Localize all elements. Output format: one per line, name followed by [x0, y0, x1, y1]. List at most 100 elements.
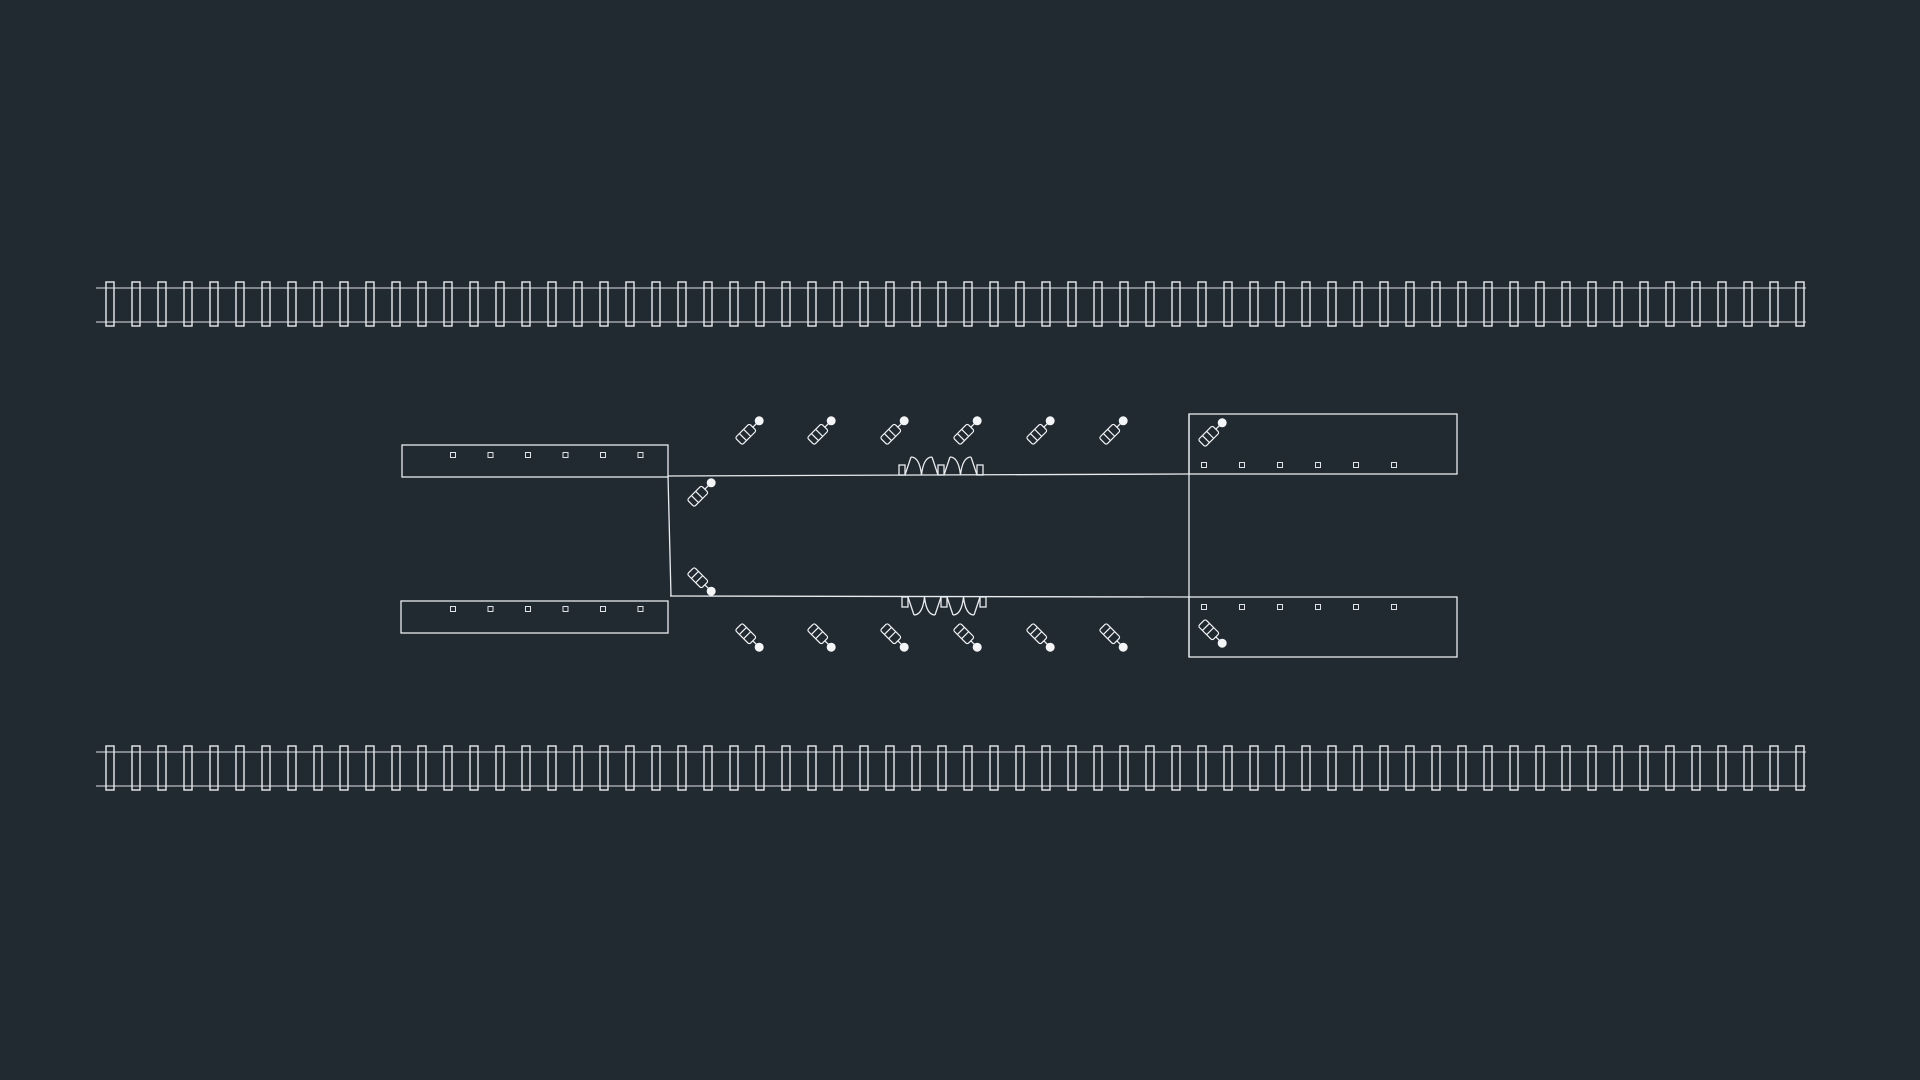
fence-post	[1587, 281, 1597, 327]
platform-left-upper	[401, 444, 669, 478]
fence-post	[755, 745, 765, 791]
fixture-symbols	[687, 416, 1227, 652]
door-leaf	[973, 596, 981, 616]
fence-post	[313, 281, 323, 327]
fence-post	[131, 745, 141, 791]
fence-post	[1535, 745, 1545, 791]
fence-post	[937, 281, 947, 327]
fence-post	[287, 745, 297, 791]
door-arc	[920, 456, 933, 476]
fence-post	[209, 745, 219, 791]
fence-post	[1795, 281, 1805, 327]
fence-post	[1717, 281, 1727, 327]
fence-post	[1561, 281, 1571, 327]
door-jamb	[901, 596, 909, 608]
platform-dot	[1353, 604, 1359, 610]
platform-left-lower	[400, 600, 669, 634]
fence-post	[625, 281, 635, 327]
fence-post	[729, 281, 739, 327]
platform-dot	[600, 606, 606, 612]
fence-post	[157, 281, 167, 327]
platform-dot	[1315, 462, 1321, 468]
fixture-symbol	[735, 623, 764, 652]
fence-post	[313, 745, 323, 791]
fence-post	[1717, 745, 1727, 791]
fixture-symbol	[687, 478, 716, 507]
platform-dot	[525, 606, 531, 612]
fence-post	[1795, 745, 1805, 791]
fence-post	[1171, 281, 1181, 327]
door-leaf	[904, 456, 912, 476]
fence-post	[1509, 745, 1519, 791]
fence-post	[859, 281, 869, 327]
fence-post	[1249, 281, 1259, 327]
fence-post	[235, 281, 245, 327]
fence-post	[183, 281, 193, 327]
door-leaf	[934, 596, 942, 616]
fence-post	[1769, 281, 1779, 327]
fence-post	[703, 745, 713, 791]
fence-post	[911, 745, 921, 791]
fence-post	[391, 281, 401, 327]
fence-post	[209, 281, 219, 327]
door-swing-bottom	[901, 596, 987, 616]
fence-post	[1405, 281, 1415, 327]
platform-dot	[600, 452, 606, 458]
fence-post	[1119, 745, 1129, 791]
door-leaf	[970, 456, 978, 476]
fence-post	[1691, 745, 1701, 791]
fence-post	[131, 281, 141, 327]
fence-post	[1171, 745, 1181, 791]
fence-post	[521, 745, 531, 791]
fence-post	[1223, 745, 1233, 791]
door-leaf	[946, 596, 954, 616]
fixture-symbol	[807, 623, 836, 652]
fence-post	[1275, 281, 1285, 327]
fence-post	[1743, 281, 1753, 327]
fence-post	[1535, 281, 1545, 327]
platform-dot	[525, 452, 531, 458]
fence-post	[495, 281, 505, 327]
platform-right-lower	[1188, 596, 1458, 658]
fence-post	[417, 745, 427, 791]
platform-dot	[450, 452, 456, 458]
fence-post	[1613, 745, 1623, 791]
fence-post	[495, 745, 505, 791]
fence-post	[547, 281, 557, 327]
fence-post	[573, 281, 583, 327]
fence-post	[261, 745, 271, 791]
fence-post	[1041, 745, 1051, 791]
fence-post	[1431, 745, 1441, 791]
fence-post	[651, 745, 661, 791]
door-arc	[910, 456, 923, 476]
fixture-symbol	[880, 416, 909, 445]
fence-post	[1665, 281, 1675, 327]
platform-dot	[1239, 604, 1245, 610]
fence-post	[1691, 281, 1701, 327]
fence-post	[729, 745, 739, 791]
platform-dot	[1201, 462, 1207, 468]
fence-post	[599, 281, 609, 327]
fence-post	[1093, 281, 1103, 327]
platform-dot	[1391, 462, 1397, 468]
fixture-symbol	[687, 567, 716, 596]
fence-post	[885, 281, 895, 327]
fence-post	[417, 281, 427, 327]
fence-post	[1327, 281, 1337, 327]
platform-dot	[1353, 462, 1359, 468]
platform-dot	[1277, 604, 1283, 610]
fence-post	[755, 281, 765, 327]
fence-post	[1457, 745, 1467, 791]
fence-post	[469, 281, 479, 327]
platform-right-upper	[1188, 413, 1458, 475]
door-leaf	[931, 456, 939, 476]
fence-post	[781, 745, 791, 791]
fence-post	[625, 745, 635, 791]
fixture-symbol	[953, 416, 982, 445]
door-arc	[962, 596, 975, 616]
fence-post	[339, 745, 349, 791]
fence-post	[1327, 745, 1337, 791]
fence-post	[339, 281, 349, 327]
door-arc	[952, 596, 965, 616]
fence-post	[1249, 745, 1259, 791]
